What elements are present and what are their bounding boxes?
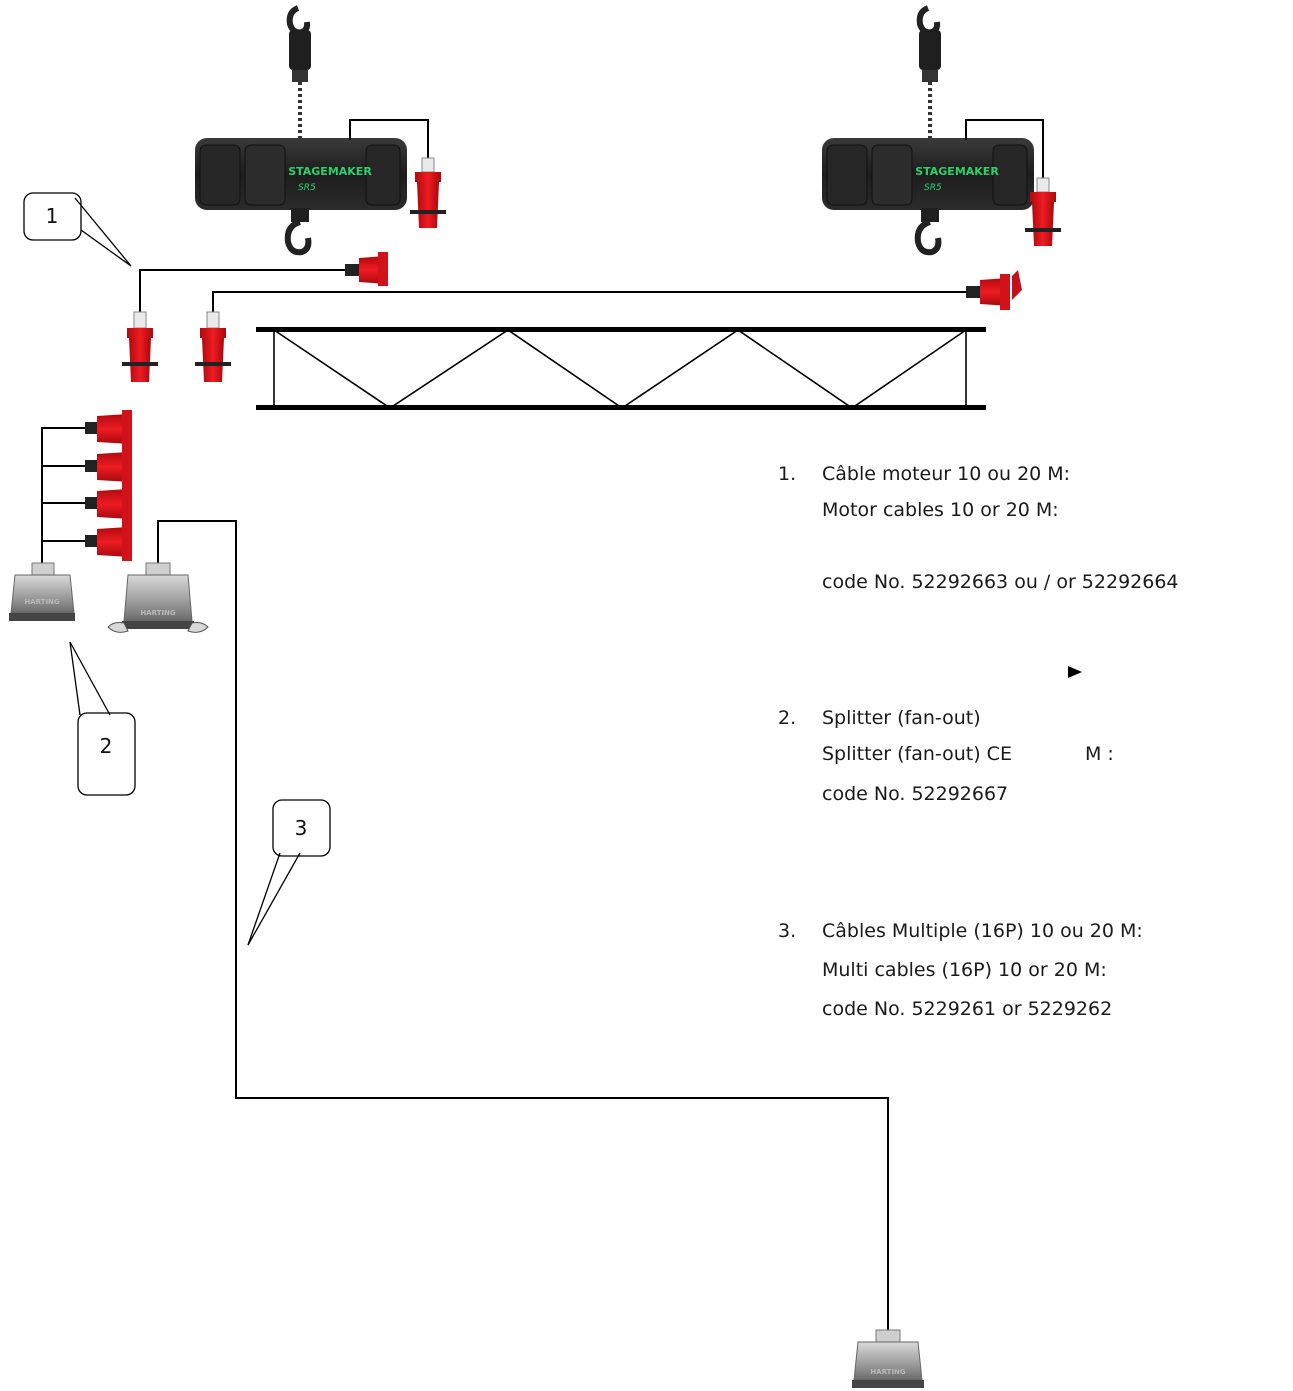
cee-socket-icon <box>85 485 132 523</box>
hoist-brand-label: STAGEMAKER <box>288 165 372 178</box>
callout-2-number: 2 <box>99 734 113 758</box>
cee-socket-icon <box>85 523 132 561</box>
cee-plug-icon <box>410 157 446 228</box>
harting-label: HARTING <box>870 1368 906 1376</box>
legend-line: M : <box>1085 743 1114 765</box>
hoist-2: STAGEMAKER SR5 <box>822 5 1061 256</box>
harting-connector-icon: HARTING <box>9 562 75 621</box>
harting-connector-icon: HARTING <box>107 562 209 633</box>
legend-line: Splitter (fan-out) CE <box>822 743 1012 765</box>
arrow-right-icon <box>1068 666 1082 678</box>
motor-cable-2 <box>195 270 1022 382</box>
cee-socket-icon <box>966 270 1022 310</box>
legend-line: code No. 52292667 <box>822 783 1009 805</box>
legend-number: 1. <box>778 463 797 485</box>
motor-cable-1 <box>122 252 388 382</box>
hoist-model-label: SR5 <box>924 183 942 193</box>
cee-socket-icon <box>345 252 388 286</box>
cee-plug-icon <box>122 311 158 382</box>
hook-icon <box>284 208 312 256</box>
hoist-motor-icon: STAGEMAKER SR5 <box>822 138 1034 210</box>
hook-icon <box>914 208 942 256</box>
harting-label: HARTING <box>140 609 176 617</box>
hook-icon <box>286 5 311 82</box>
legend-line: Câble moteur 10 ou 20 M: <box>822 463 1071 485</box>
cee-socket-icon <box>85 410 132 448</box>
cee-plug-icon <box>195 311 231 382</box>
splitter-fan-out: HARTING <box>9 410 132 621</box>
callout-1 <box>23 192 132 267</box>
legend-line: Motor cables 10 or 20 M: <box>822 499 1059 521</box>
callout-1-number: 1 <box>45 204 59 228</box>
legend-line: Câbles Multiple (16P) 10 ou 20 M: <box>822 920 1143 942</box>
harting-connector-icon: HARTING <box>852 1329 924 1388</box>
callout-3-number: 3 <box>294 816 308 840</box>
hoist-brand-label: STAGEMAKER <box>915 165 999 178</box>
hoist-1: STAGEMAKER SR5 <box>195 5 446 256</box>
hoist-motor-icon: STAGEMAKER SR5 <box>195 138 407 210</box>
truss <box>256 327 986 410</box>
harting-label: HARTING <box>24 598 60 606</box>
legend-number: 3. <box>778 920 797 942</box>
legend-line: Multi cables (16P) 10 or 20 M: <box>822 959 1107 981</box>
legend-line: code No. 52292663 ou / or 52292664 <box>822 571 1179 593</box>
legend-number: 2. <box>778 707 797 729</box>
cee-socket-icon <box>85 448 132 486</box>
hoist-model-label: SR5 <box>298 183 316 193</box>
legend-line: code No. 5229261 or 5229262 <box>822 998 1113 1020</box>
cee-plug-icon <box>1025 177 1061 246</box>
multi-cable: HARTING HARTING <box>107 520 924 1388</box>
callout-3 <box>247 799 331 946</box>
hook-icon <box>916 5 941 82</box>
callout-2 <box>69 641 136 796</box>
legend-line: Splitter (fan-out) <box>822 707 981 729</box>
